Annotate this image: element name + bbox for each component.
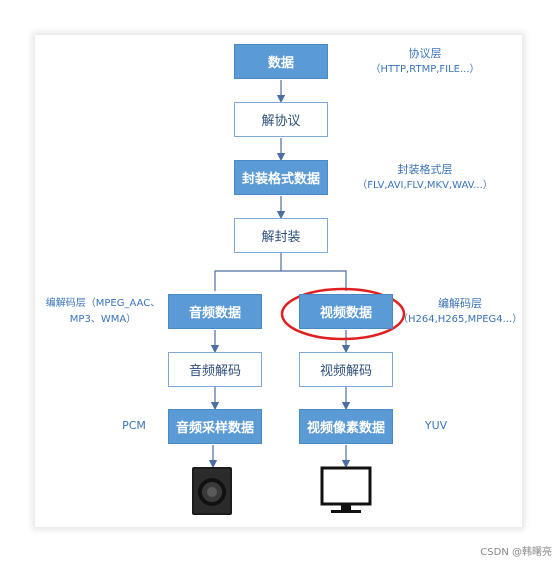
note-video-codec-examples: （H264,H265,MPEG4...） [398,314,523,325]
node-data: 数据 [234,44,328,79]
note-video-codec-layer: 编解码层 （H264,H265,MPEG4...） [398,296,522,328]
note-video-codec-title: 编解码层 [438,297,482,310]
note-audio-codec-examples: MP3、WMA） [69,314,137,325]
speaker-icon [192,467,232,515]
note-container-examples: （FLV,AVI,FLV,MKV,WAV...） [357,180,493,191]
branch-demux-video [281,270,347,291]
node-demux: 解封装 [234,218,328,253]
csdn-watermark: CSDN @韩曙亮 [480,547,552,558]
note-audio-codec-title: 编解码层（MPEG_AAC、 [45,298,161,309]
note-audio-codec-layer: 编解码层（MPEG_AAC、 MP3、WMA） [40,296,166,328]
node-video-pixels: 视频像素数据 [299,409,393,444]
branch-demux [214,253,282,291]
node-audio-samples: 音频采样数据 [168,409,262,444]
node-deprotocol: 解协议 [234,102,328,137]
node-video-decode: 视频解码 [299,352,393,387]
node-video-data: 视频数据 [299,294,393,329]
note-container-layer-title: 封装格式层 [397,163,453,176]
note-yuv: YUV [424,419,448,432]
note-pcm: PCM [122,419,146,432]
node-audio-decode: 音频解码 [168,352,262,387]
node-audio-data: 音频数据 [168,294,262,329]
node-container-data: 封装格式数据 [234,160,328,195]
highlight-circle [280,287,406,341]
monitor-icon [320,466,372,513]
note-protocol-layer: 协议层 （HTTP,RTMP,FILE...） [350,46,500,78]
note-protocol-layer-title: 协议层 [408,47,442,60]
note-protocol-examples: （HTTP,RTMP,FILE...） [370,64,480,75]
note-container-layer: 封装格式层 （FLV,AVI,FLV,MKV,WAV...） [340,162,510,194]
